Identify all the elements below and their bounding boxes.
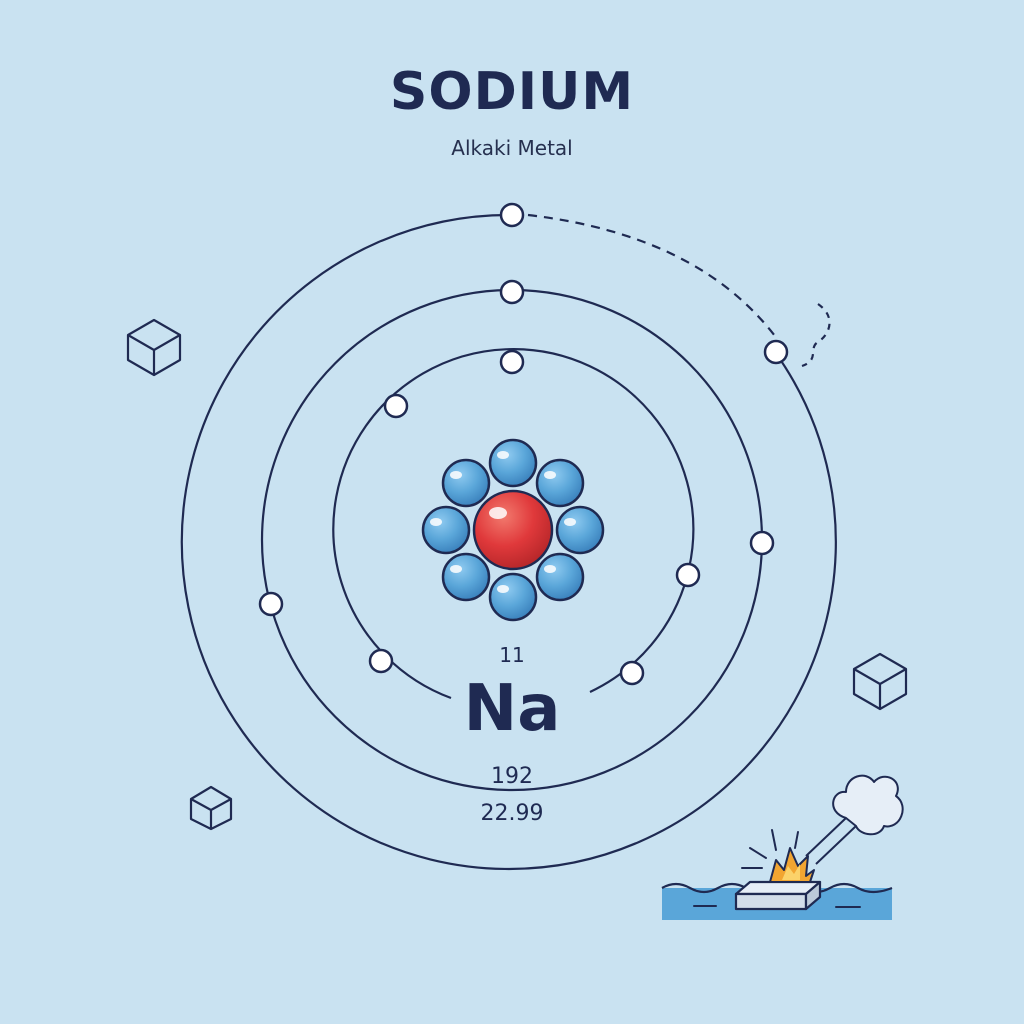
atomic-number: 11: [499, 643, 525, 667]
electron: [749, 530, 775, 556]
sodium-water-reaction-icon: [661, 774, 904, 920]
electron: [619, 660, 645, 686]
cube-icon: [189, 785, 233, 831]
cube-icon: [126, 318, 182, 377]
nucleus-center: [472, 489, 554, 571]
element-name: SODIUM: [389, 62, 635, 122]
nucleon: [488, 572, 538, 622]
atomic-weight: 22.99: [480, 801, 544, 826]
nucleon: [535, 458, 585, 508]
electron: [675, 562, 701, 588]
electron: [763, 339, 789, 365]
nucleon: [488, 438, 538, 488]
electron: [499, 349, 525, 375]
nucleon: [535, 552, 585, 602]
nucleon: [441, 552, 491, 602]
nucleon: [555, 505, 605, 555]
electron-trajectory-tail: [801, 303, 831, 368]
flame-icon: [769, 847, 815, 883]
outer-orbit: [180, 213, 837, 871]
element-symbol: Na: [463, 672, 561, 746]
electron: [368, 648, 394, 674]
nucleon: [421, 505, 471, 555]
mass-number: 192: [491, 764, 533, 789]
nucleus: [421, 438, 605, 622]
electron: [499, 202, 525, 228]
electron-trajectory: [527, 213, 779, 341]
electron: [499, 279, 525, 305]
sodium-block: [734, 880, 822, 911]
electron: [258, 591, 284, 617]
electron: [383, 393, 409, 419]
cube-icon: [852, 652, 908, 711]
element-category: Alkaki Metal: [451, 136, 573, 160]
smoke-icon: [832, 774, 904, 836]
nucleon: [441, 458, 491, 508]
